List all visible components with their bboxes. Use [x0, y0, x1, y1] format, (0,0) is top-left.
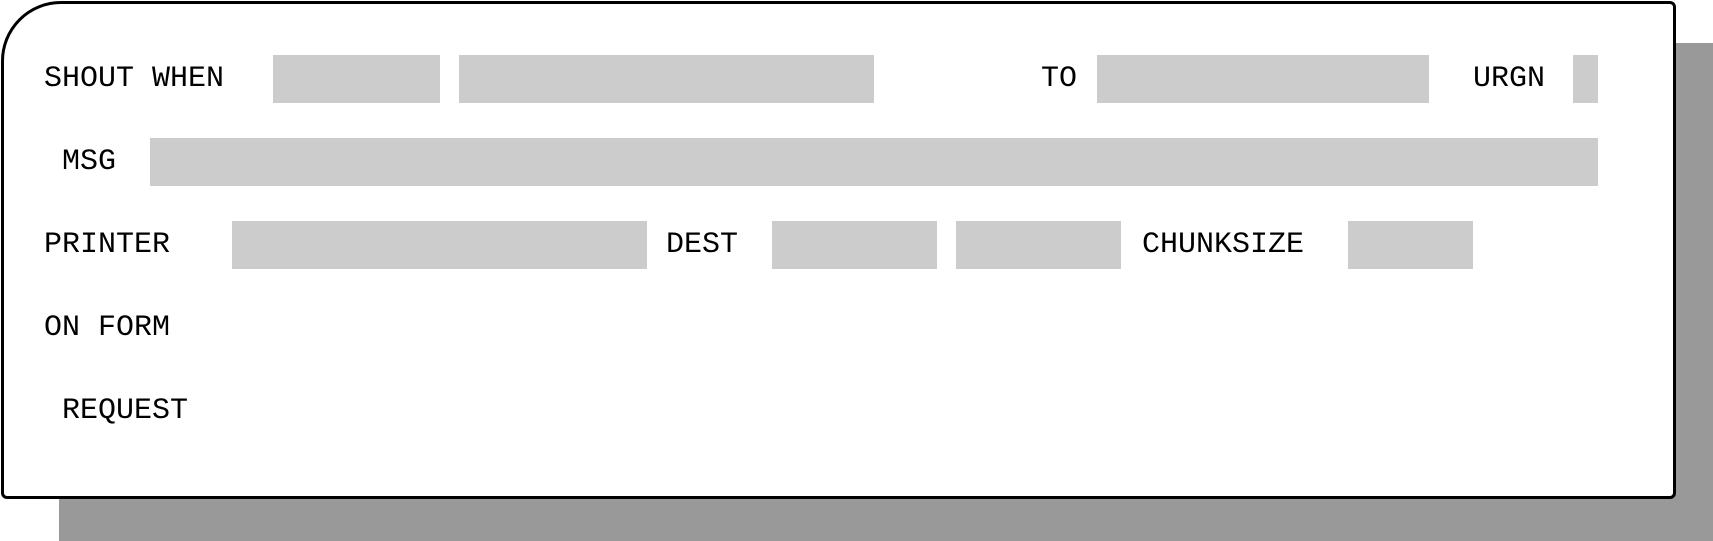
shout-when-field-1[interactable] — [273, 55, 440, 103]
printer-field[interactable] — [232, 221, 647, 269]
chunksize-field[interactable] — [1348, 221, 1473, 269]
urgn-label: URGN — [1473, 62, 1546, 96]
shout-when-label: SHOUT WHEN — [44, 62, 225, 96]
to-field[interactable] — [1097, 55, 1429, 103]
dest-field-2[interactable] — [956, 221, 1121, 269]
dest-label: DEST — [666, 228, 739, 262]
on-form-label: ON FORM — [44, 311, 171, 345]
msg-field[interactable] — [150, 138, 1598, 186]
to-label: TO — [1041, 62, 1078, 96]
shout-form-panel: SHOUT WHEN TO URGN MSG PRINTER DEST CHUN… — [1, 1, 1676, 499]
urgn-field[interactable] — [1573, 55, 1598, 103]
printer-label: PRINTER — [44, 228, 171, 262]
chunksize-label: CHUNKSIZE — [1142, 228, 1305, 262]
dest-field-1[interactable] — [772, 221, 937, 269]
request-label: REQUEST — [62, 394, 189, 428]
shout-when-field-2[interactable] — [459, 55, 874, 103]
msg-label: MSG — [62, 145, 117, 179]
